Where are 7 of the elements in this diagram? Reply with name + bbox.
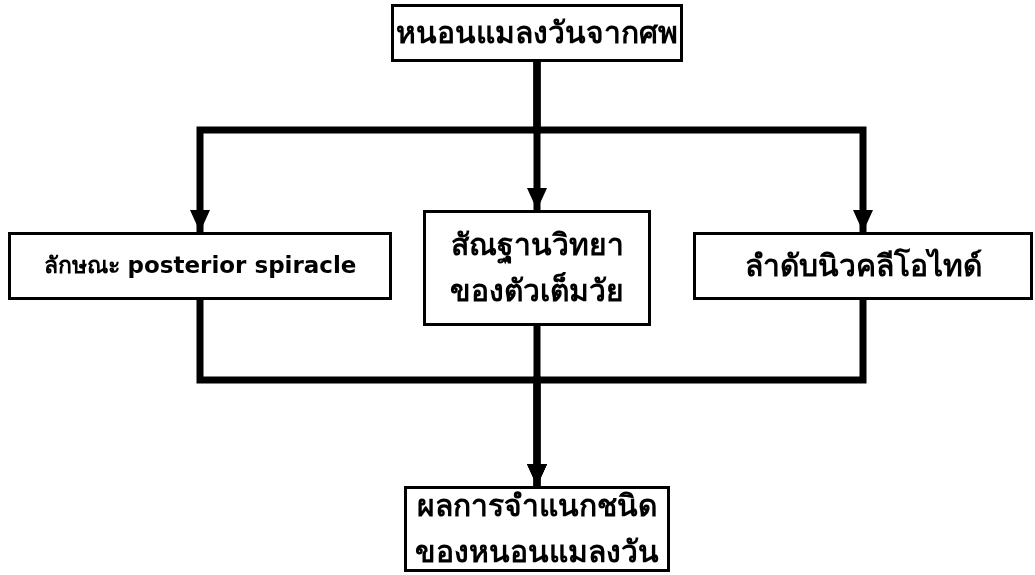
process-box: หนอนแมลงวันจากศพ (391, 4, 683, 62)
process-box: ผลการจำแนกชนิดของหนอนแมลงวัน (404, 486, 670, 572)
process-box: ลำดับนิวคลีโอไทด์ (693, 232, 1033, 300)
process-box: ลักษณะ posterior spiracle (8, 232, 392, 300)
connector-arrow (527, 300, 867, 486)
connector-arrow (533, 62, 873, 232)
process-box: สัณฐานวิทยาของตัวเต็มวัย (423, 210, 651, 326)
